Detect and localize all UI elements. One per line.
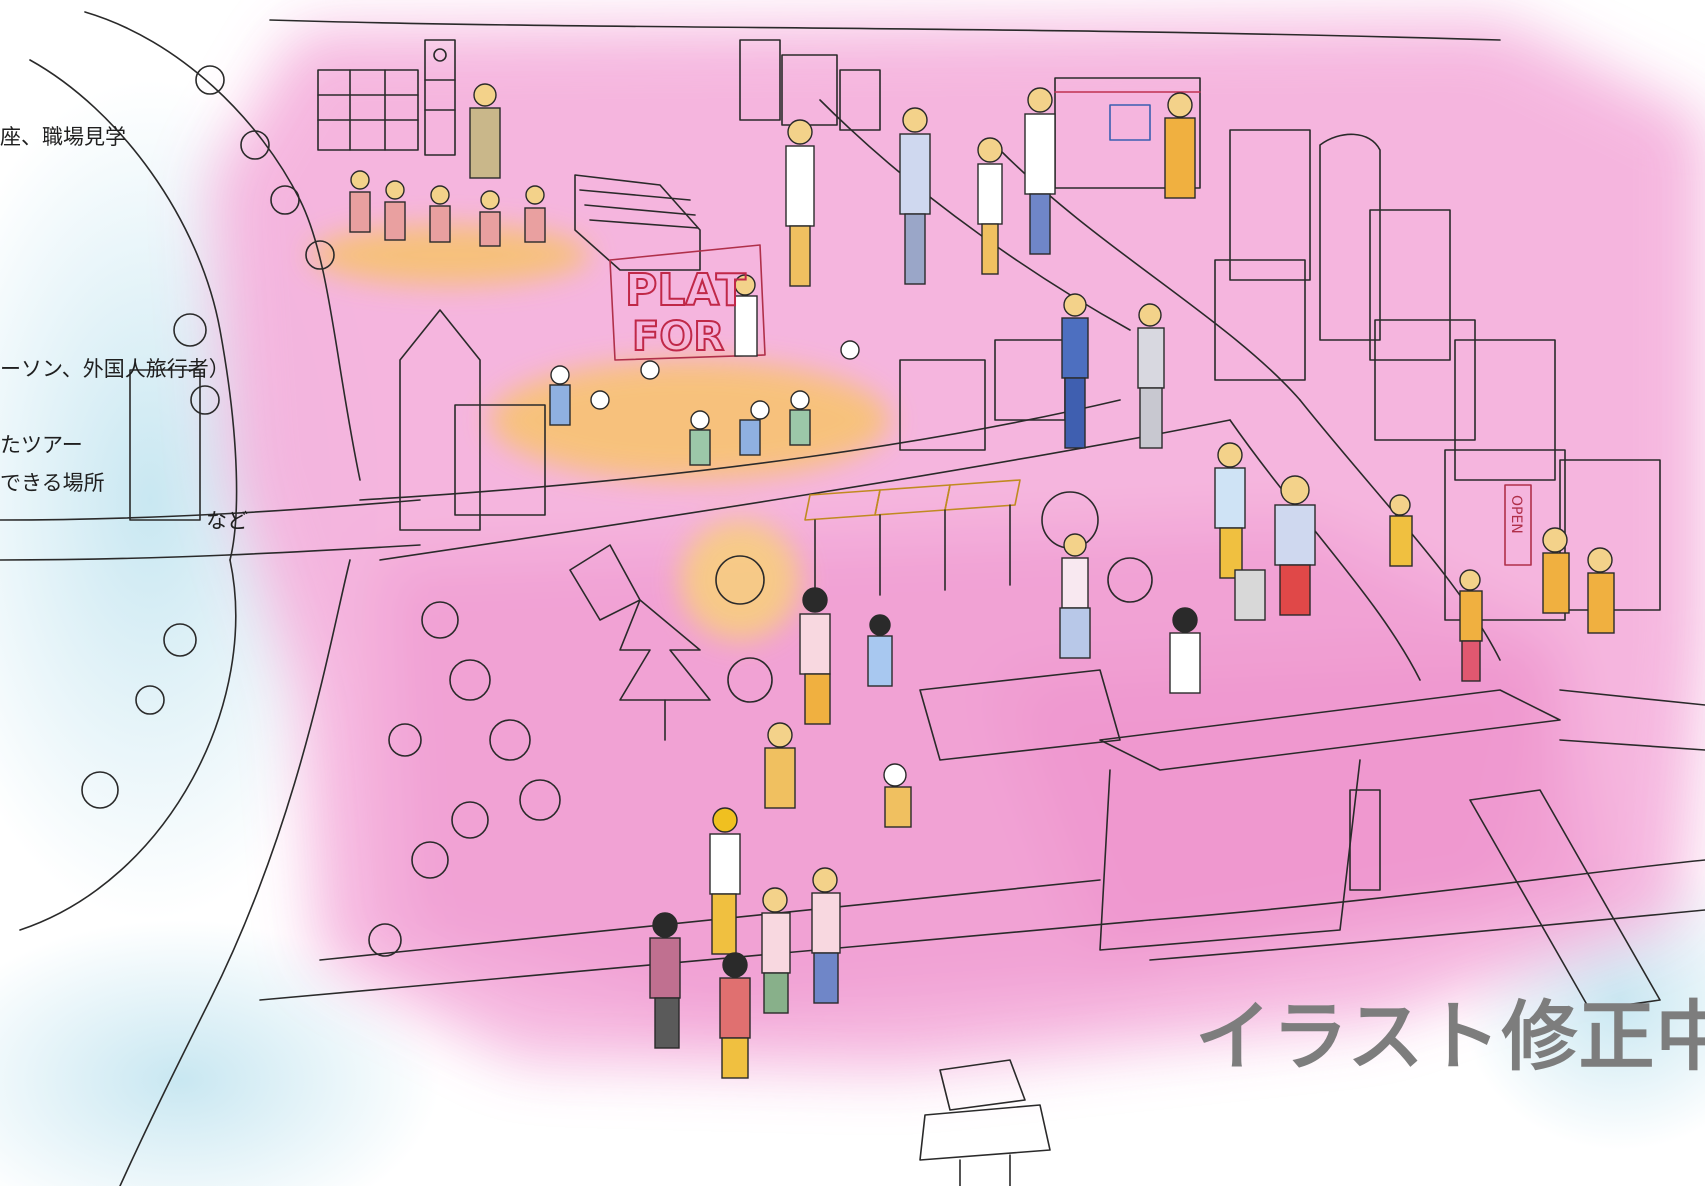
caption-line5: など — [206, 509, 248, 533]
caption-line3: たツアー — [0, 433, 83, 457]
platform-sign-line2: FOR — [632, 314, 724, 360]
caption-line4: できる場所 — [0, 471, 105, 495]
open-sign: OPEN — [1508, 495, 1524, 534]
pink-wash — [210, 20, 1705, 1070]
platform-sign-line1: PLAT — [625, 265, 746, 316]
orange-wash — [310, 225, 890, 640]
platform-sign: PLAT FOR — [624, 264, 747, 361]
revision-stamp: イラスト修正中 — [1195, 992, 1705, 1081]
people — [349, 83, 1615, 1079]
caption-line2: ーソン、外国人旅行者） — [0, 357, 230, 381]
caption-line1: 座、職場見学 — [0, 125, 126, 149]
